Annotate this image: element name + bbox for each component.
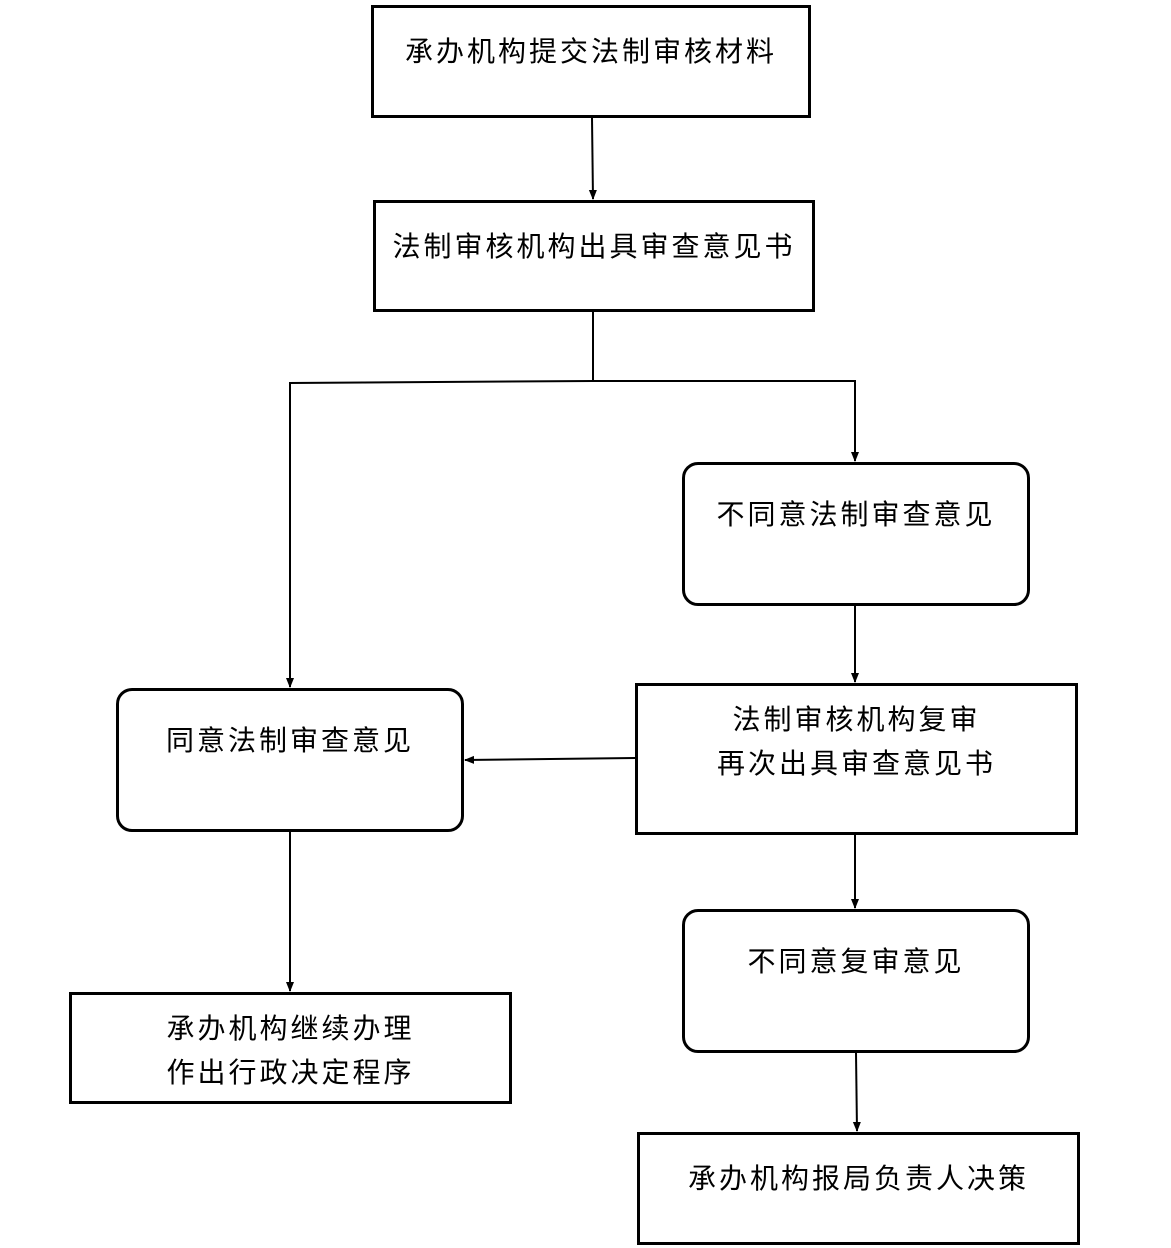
node-label: 法制审核机构出具审查意见书 [392,230,796,263]
arrow-issue-opinion-to-agree [286,380,594,688]
node-label: 不同意法制审查意见 [716,498,996,531]
node-disagree-review: 不同意复审意见 [682,909,1030,1053]
node-label: 承办机构提交法制审核材料 [404,35,777,68]
node-agree-opinion: 同意法制审查意见 [116,688,464,832]
node-label-line-1: 法制审核机构复审 [732,703,981,736]
node-submit-materials: 承办机构提交法制审核材料 [371,5,811,118]
arrow-submit-to-issue-opinion [588,117,597,200]
node-label-line-2: 再次出具审查意见书 [716,747,996,780]
node-label: 承办机构报局负责人决策 [687,1162,1029,1195]
node-label: 同意法制审查意见 [165,724,414,757]
arrow-disagree-review-to-report [852,1052,861,1132]
node-label-line-2: 作出行政决定程序 [166,1056,415,1089]
node-label-line-1: 承办机构继续办理 [166,1012,415,1045]
arrow-issue-opinion-to-disagree [593,380,859,462]
node-report-decision: 承办机构报局负责人决策 [637,1132,1080,1245]
node-label: 不同意复审意见 [747,945,965,978]
node-re-review: 法制审核机构复审 再次出具审查意见书 [635,683,1078,835]
node-disagree-opinion: 不同意法制审查意见 [682,462,1030,606]
node-issue-opinion: 法制审核机构出具审查意见书 [373,200,815,312]
node-continue-processing: 承办机构继续办理 作出行政决定程序 [69,992,512,1104]
arrow-re-review-to-agree [464,755,636,764]
